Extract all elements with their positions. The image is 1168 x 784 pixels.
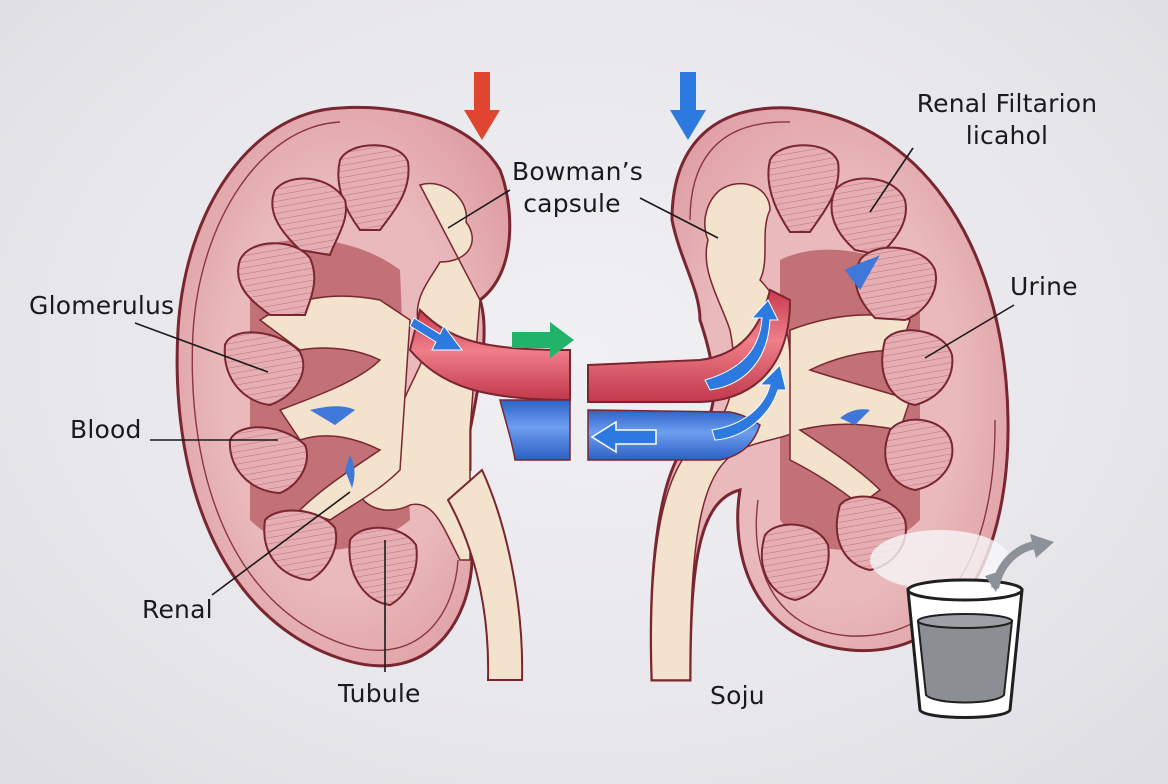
left-pyramids [223,144,418,607]
label-bowmans-line2: capsule [523,189,621,218]
label-bowmans-line1: Bowman’s [512,157,643,186]
arrow-down-red-icon [464,72,500,140]
arrow-curved-blue-up-icon [704,299,787,441]
leader-lines [134,147,1015,672]
curved-arrow-gray-icon [985,534,1054,592]
label-renal-filtration: Renal Filtarion licahol [912,88,1102,152]
label-soju: Soju [710,681,765,710]
label-tubule: Tubule [338,679,421,708]
label-renal: Renal [142,595,213,624]
label-blood: Blood [70,415,142,444]
shot-glass-icon [870,530,1024,719]
arrow-down-blue-icon [670,72,706,140]
label-renal-filtration-line2: licahol [965,121,1049,150]
label-renal-filtration-line1: Renal Filtarion [916,89,1098,118]
arrow-left-blue-icon [590,420,657,454]
arrow-right-green-icon [512,322,574,358]
left-kidney [175,105,524,681]
renal-vein [499,399,761,461]
label-urine: Urine [1010,272,1078,301]
right-pyramids [760,144,954,602]
arrow-blue-inflow-icon [409,317,463,351]
label-bowmans-capsule: Bowman’s capsule [512,156,643,220]
label-glomerulus: Glomerulus [29,291,175,320]
